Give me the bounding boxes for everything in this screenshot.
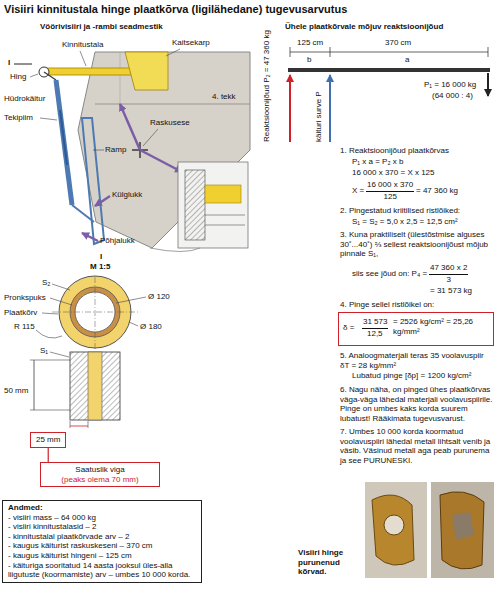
calc-text: 2. Pingestatud kriitilised ristlõiked:: [340, 206, 460, 216]
box-text: - visiiri mass – 64 000 kg: [8, 513, 196, 523]
formula-part: = 2526 kg/cm² = 25,26 kg/mm²: [393, 317, 489, 336]
box-text: 25 mm: [36, 435, 60, 445]
force-label: Reaktsioonijõud P₂ = 47 360 kg: [262, 30, 272, 142]
part-label: Hüdrokäitur: [4, 94, 45, 104]
page-title: Visiiri kinnitustala hinge plaatkõrva (l…: [4, 3, 347, 16]
data-box: Andmed:- visiiri mass – 64 000 kg- visii…: [2, 500, 202, 583]
part-label: Hing: [10, 72, 26, 82]
calc-text: 16 000 x 370: [367, 180, 413, 190]
fraction-bar: [429, 274, 468, 275]
dimension-symbol: b: [307, 55, 311, 65]
formula-part: δ =: [343, 323, 354, 333]
part-label: R 115: [14, 322, 35, 332]
scale-label: M 1:5: [90, 262, 110, 272]
formula-part: 12,5: [367, 329, 383, 339]
calc-text: 47 360 x 2: [430, 263, 467, 273]
box-text: - kaugus käiturist raskuskeseni – 370 cm: [8, 541, 196, 551]
calc-text: 125: [384, 192, 397, 202]
force-label: käituri surve P: [314, 91, 324, 142]
subtitle: Vöörivisiiri ja -rambi seadmestik: [40, 22, 163, 32]
part-label: Põhjalukk: [100, 236, 135, 246]
calc-text: siis see jõud on: P₄ =: [352, 269, 427, 279]
section-mark: I: [100, 252, 102, 262]
part-label: Ramp: [105, 145, 126, 155]
part-label: 4. tekk: [212, 92, 236, 102]
calc-text: 3: [447, 275, 451, 285]
part-label: Kaitsekarp: [172, 38, 210, 48]
error-note-box: Saatuslik viga(peaks olema 70 mm): [40, 462, 160, 487]
formula-part: 31 573: [363, 317, 387, 327]
part-label: Plaatkõrv: [4, 308, 37, 318]
part-label: Ø 180: [140, 322, 162, 332]
box-text: - käituriga sooritatud 14 aasta jooksul …: [8, 561, 196, 580]
dimension: 50 mm: [4, 386, 28, 396]
subtitle: Ühele plaatkõrvale mõjuv reaktsioonijõud: [285, 22, 443, 32]
force-label: P₁ = 16 000 kg: [424, 80, 476, 90]
error-dimension-box: 25 mm: [30, 432, 66, 448]
calc-text: 4. Pinge sellel ristlõikel on:: [340, 300, 434, 310]
part-label: Kinnitustala: [62, 40, 103, 50]
part-label: Külglukk: [112, 190, 142, 200]
box-text: Saatuslik viga: [46, 465, 154, 475]
fraction-bar: [362, 328, 388, 329]
calc-text: 7. Umbes 10 000 korda koormatud voolavus…: [340, 427, 494, 465]
calc-text: 1. Reaktsioonijõud plaatkõrvas: [340, 146, 449, 156]
part-label: Ø 120: [148, 292, 170, 302]
part-label: S₁: [40, 346, 48, 356]
part-label: Raskusese: [150, 118, 190, 128]
calc-text: Lubatud pinge [δp] = 1200 kg/cm²: [352, 371, 471, 381]
part-label: S₂: [42, 278, 50, 288]
result-box: δ = 31 573 12,5 = 2526 kg/cm² = 25,26 kg/mm…: [338, 312, 494, 346]
box-text: - visiiri kinnitustalasid – 2: [8, 522, 196, 532]
calc-text: 5. Analoogmaterjali teras 35 voolavuspii…: [340, 351, 494, 370]
calc-text: 16 000 x 370 = X x 125: [352, 168, 435, 178]
box-text: - kinnitustalal plaatkõrvade arv – 2: [8, 532, 196, 542]
calc-text: = 31 573 kg: [430, 286, 472, 296]
calc-text: X =: [352, 186, 364, 196]
fraction-bar: [366, 191, 414, 192]
part-label: Tekipiim: [4, 113, 33, 123]
connector-line: [48, 448, 49, 462]
calc-text: S₁ = S₂ = 5,0 x 2,5 = 12,5 cm²: [352, 217, 458, 227]
calc-text: P₁ x a = P₂ x b: [352, 157, 403, 167]
calc-text: 6. Nagu näha, on pinged ühes plaatkõrvas…: [340, 385, 494, 423]
part-label: Pronkspuks: [4, 293, 46, 303]
box-text: - kaugus käiturist hingeni – 125 cm: [8, 551, 196, 561]
force-label: (64 000 : 4): [432, 91, 473, 101]
dimension: 125 cm: [297, 38, 323, 48]
box-text: (peaks olema 70 mm): [46, 475, 154, 485]
dimension-symbol: a: [405, 55, 409, 65]
box-heading: Andmed:: [8, 503, 196, 513]
section-mark: I: [8, 58, 10, 68]
photo-caption: Visiiri hinge purunenud kõrvad.: [298, 548, 360, 577]
calc-text: = 47 360 kg: [416, 186, 458, 196]
dimension: 370 cm: [385, 38, 411, 48]
calc-text: 3. Kuna praktiliselt (ülestõstmise algus…: [340, 230, 494, 259]
